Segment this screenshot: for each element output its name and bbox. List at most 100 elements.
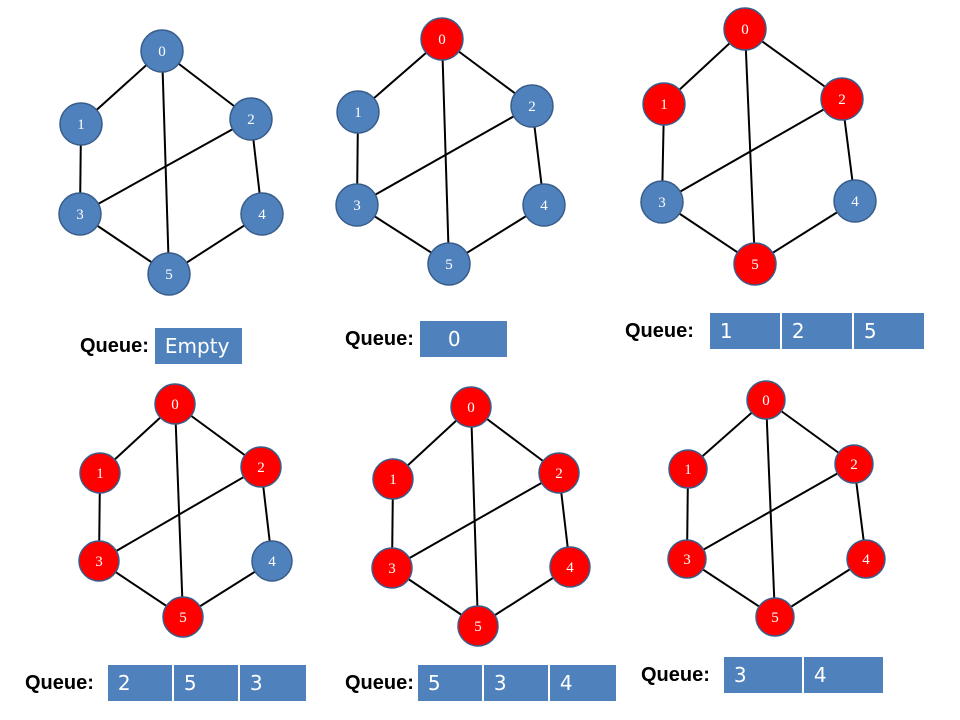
node-4: [240, 192, 284, 236]
edge-2-3: [356, 105, 533, 206]
edge-2-3: [661, 98, 843, 203]
queue-cell: 4: [803, 657, 883, 693]
queue-cell: 5: [417, 665, 484, 701]
node-3: [371, 547, 413, 589]
node-4: [833, 179, 877, 223]
node-label-1: 1: [96, 466, 104, 482]
node-label-5: 5: [445, 257, 453, 273]
queue-cell: 5: [853, 313, 924, 349]
node-label-4: 4: [862, 552, 870, 568]
queue-label: Queue:: [25, 671, 94, 694]
node-label-0: 0: [467, 400, 475, 416]
node-0: [140, 29, 184, 73]
queue-step-5: Queue: 5 3 4: [345, 665, 616, 701]
node-label-3: 3: [388, 561, 396, 577]
node-label-2: 2: [528, 99, 536, 115]
node-label-1: 1: [77, 117, 85, 133]
node-1: [59, 102, 103, 146]
node-1: [668, 449, 708, 489]
node-label-3: 3: [683, 552, 691, 568]
node-label-5: 5: [751, 257, 759, 273]
edge-0-5: [744, 28, 756, 265]
node-0: [450, 386, 492, 428]
node-label-0: 0: [438, 32, 446, 48]
node-label-4: 4: [258, 207, 266, 223]
node-0: [420, 17, 464, 61]
queue-cells: 2 5 3: [107, 665, 306, 701]
queue-cells: 5 3 4: [417, 665, 616, 701]
node-label-4: 4: [540, 198, 548, 214]
node-2: [538, 452, 580, 494]
node-4: [522, 183, 566, 227]
node-label-1: 1: [684, 462, 692, 478]
node-label-2: 2: [555, 466, 563, 482]
queue-cell: 2: [107, 665, 174, 701]
edge-2-3: [79, 118, 252, 215]
queue-step-4: Queue: 2 5 3: [25, 665, 306, 701]
queue-label: Queue:: [345, 671, 414, 694]
node-label-0: 0: [158, 44, 166, 60]
edge-2-3: [391, 472, 560, 569]
node-label-1: 1: [389, 472, 397, 488]
node-3: [335, 183, 379, 227]
node-label-5: 5: [771, 610, 779, 626]
node-1: [336, 90, 380, 134]
queue-step-1: Queue: Empty: [80, 328, 242, 364]
queue-step-2: Queue: 0: [345, 321, 507, 357]
edge-0-5: [174, 403, 184, 618]
node-label-3: 3: [95, 554, 103, 570]
node-2: [834, 444, 874, 484]
node-label-0: 0: [762, 393, 770, 409]
node-label-2: 2: [850, 457, 858, 473]
queue-cell: Empty: [154, 328, 242, 364]
node-3: [78, 540, 120, 582]
node-0: [154, 383, 196, 425]
graph-step-1: 0 1 2 3 4 5: [58, 29, 284, 296]
queue-step-6: Queue: 3 4: [641, 657, 883, 693]
edge-0-5: [441, 38, 450, 265]
queue-cell: 4: [549, 665, 616, 701]
node-4: [251, 540, 293, 582]
node-0: [723, 7, 767, 51]
node-label-4: 4: [268, 554, 276, 570]
queue-step-3: Queue: 1 2 5: [625, 313, 924, 349]
node-5: [755, 597, 795, 637]
node-label-5: 5: [179, 610, 187, 626]
queue-cells: 0: [419, 321, 507, 357]
node-3: [640, 180, 684, 224]
edge-0-5: [765, 399, 776, 618]
queue-cell: 0: [419, 321, 507, 357]
queue-cell: 1: [709, 313, 782, 349]
node-5: [457, 605, 499, 647]
node-4: [846, 539, 886, 579]
node-4: [549, 546, 591, 588]
node-2: [240, 446, 282, 488]
queue-cell: 3: [483, 665, 550, 701]
node-5: [427, 242, 471, 286]
node-label-3: 3: [353, 198, 361, 214]
node-label-2: 2: [247, 112, 255, 128]
queue-cells: 3 4: [723, 657, 883, 693]
queue-cell: 5: [173, 665, 240, 701]
node-5: [147, 252, 191, 296]
node-1: [642, 82, 686, 126]
queue-cells: Empty: [154, 328, 242, 364]
node-1: [372, 458, 414, 500]
edge-2-3: [98, 466, 262, 562]
node-label-0: 0: [171, 397, 179, 413]
node-2: [820, 77, 864, 121]
node-3: [667, 539, 707, 579]
node-2: [229, 97, 273, 141]
node-label-3: 3: [658, 195, 666, 211]
edge-0-5: [470, 406, 479, 627]
queue-cells: 1 2 5: [709, 313, 924, 349]
queue-cell: 3: [239, 665, 306, 701]
node-label-4: 4: [566, 560, 574, 576]
node-label-3: 3: [76, 207, 84, 223]
node-label-5: 5: [165, 267, 173, 283]
